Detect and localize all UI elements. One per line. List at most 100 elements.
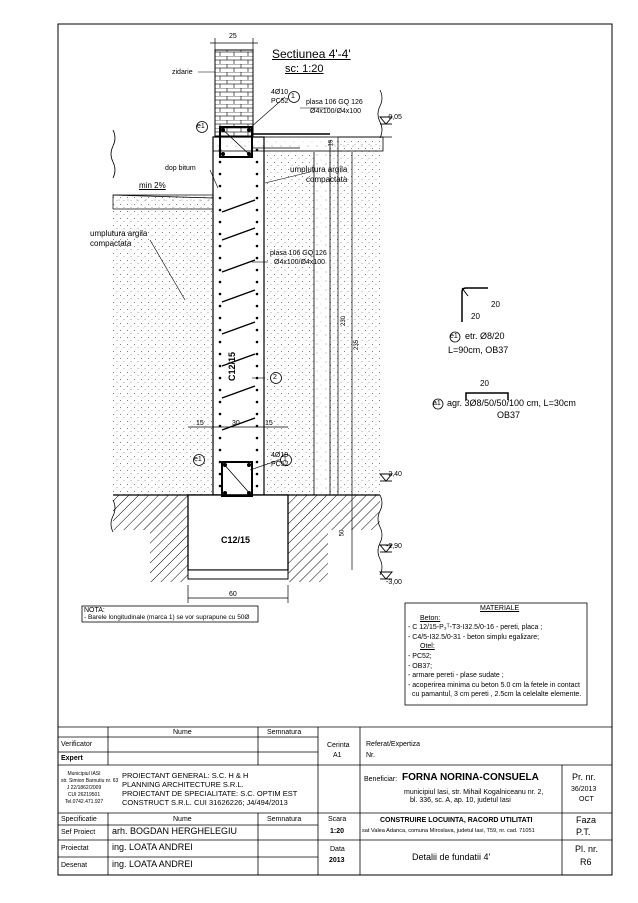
callout-2 <box>270 372 282 384</box>
right-wall-section <box>314 152 330 495</box>
materiale-box <box>404 602 588 706</box>
dim-230: 230 <box>341 315 348 327</box>
slope-label: min 2% <box>139 181 166 190</box>
materiale-beton-1: - C 12/15-P₃ᵀ-T3-I32.5/0-16 - pereti, pl… <box>408 624 543 632</box>
tb-sef-proiect-name: arh. BOGDAN HERGHELEGIU <box>112 826 238 836</box>
bar-top-steel: PC52 <box>271 98 289 105</box>
dop-bitum: dop bitum <box>165 165 196 172</box>
tb-referat-nr: Nr. <box>366 752 375 759</box>
stamp-line-2: str. Simion Barnutiu nr. 63 <box>61 778 119 784</box>
soil-right-inner <box>264 152 314 495</box>
fill-left-2: compactata <box>90 239 132 248</box>
concrete-wall-label: C12/15 <box>227 351 238 382</box>
callout-1-top <box>288 91 300 103</box>
dim-60: 60 <box>229 591 237 598</box>
mark-2: 2 <box>273 374 277 381</box>
ground-hatch-low-left <box>150 530 188 582</box>
callout-a1-detail <box>432 398 444 410</box>
mesh-top-spec: Ø4x100/Ø4x100 <box>310 108 361 115</box>
dim-top-width: 25 <box>229 33 237 40</box>
concrete-wall <box>212 136 265 496</box>
tb-sef-proiect: Sef Proiect <box>61 829 96 836</box>
tb-faza: Faza <box>576 815 597 825</box>
stirrup-dim-b: 20 <box>471 312 480 321</box>
elev-low: -2,90 <box>386 543 402 550</box>
materiale-otel-2: - OB37; <box>408 662 433 670</box>
callout-e1-detail <box>449 331 461 343</box>
mark-a1-detail: a1 <box>433 400 441 407</box>
tb-cerinta-val: A1 <box>333 752 342 759</box>
section-title: Sectiunea 4'-4' <box>272 47 351 61</box>
tb-pl-nr-val: R6 <box>580 857 592 867</box>
designer-stamp: Municipiul IASI str. Simion Barnutiu nr.… <box>61 771 119 806</box>
footing <box>187 494 289 571</box>
mark-1-top: 1 <box>291 93 295 100</box>
tb-desenat-name: ing. LOATA ANDREI <box>112 859 193 869</box>
tb-project-title: CONSTRUIRE LOCUINTA, RACORD UTILITATI <box>380 817 533 824</box>
bar-top-label: 4Ø10 <box>271 89 289 96</box>
tb-proiectat-name: ing. LOATA ANDREI <box>112 842 193 852</box>
tb-pr-nr-label: Pr. nr. <box>572 772 596 782</box>
tb-pl-nr: Pl. nr. <box>575 844 599 854</box>
stirrup-spec: etr. Ø8/20 <box>465 331 505 341</box>
beneficiar-addr-1: municipiul Iasi, str. Mihail Kogalnicean… <box>404 789 544 796</box>
beneficiar-addr-2: bl. 336, sc. A, ap. 10, judetul Iasi <box>410 797 511 804</box>
lean-concrete <box>187 569 289 580</box>
ground-hatch-low-right <box>288 530 328 582</box>
callout-1-bottom <box>280 454 292 466</box>
materiale-otel-heading: Otel: <box>420 643 435 651</box>
materiale-otel-3: - armare pereti - plase sudate ; <box>408 672 504 680</box>
dim-15-a: 15 <box>328 139 335 147</box>
tb-pr-nr-val: 36/2013 <box>571 786 597 793</box>
bar-bottom-label: 4Ø10 <box>271 452 289 459</box>
fill-right-2: compactata <box>306 175 348 184</box>
callout-e1-bottom <box>193 454 205 466</box>
ground-hatch-right <box>288 495 380 530</box>
nota-title: NOTA: <box>84 607 105 614</box>
materiale-notes: MATERIALE Beton: - C 12/15-P₃ᵀ-T3-I32.5/… <box>408 604 581 700</box>
tb-referat: Referat/Expertiza <box>366 741 421 748</box>
dim-30: 30 <box>232 420 240 427</box>
tb-cerinta: Cerinta <box>327 742 350 749</box>
dim-15-right: 15 <box>265 420 273 427</box>
tb-col-nume-2: Nume <box>173 816 192 823</box>
specialty-designer-2: CONSTRUCT S.R.L. CUI 31626226; J4/494/20… <box>122 798 288 807</box>
hook-steel: OB37 <box>497 410 521 420</box>
fill-left-1: umplutura argila <box>90 229 148 238</box>
rebar-dots <box>218 148 259 488</box>
soil-left <box>113 195 213 495</box>
elev-top: -0,05 <box>386 114 402 121</box>
tb-beneficiar-name: FORNA NORINA-CONSUELA <box>402 772 539 783</box>
mesh-mid-label: plasa 106 GQ 126 <box>270 250 327 257</box>
hook-dim: 20 <box>480 379 489 388</box>
hook-spec: agr. 3Ø8/50/50/100 cm, L=30cm <box>447 398 576 408</box>
tb-desenat: Desenat <box>61 862 88 869</box>
tb-data-val: 2013 <box>329 857 345 864</box>
terrace-slab <box>112 194 214 210</box>
tb-proiectat: Proiectat <box>61 845 89 852</box>
section-scale: sc: 1:20 <box>285 63 324 75</box>
tb-expert: Expert <box>61 755 83 762</box>
mark-e1-top: e1 <box>197 123 205 130</box>
nota-text: - Barele longitudinale (marca 1) se vor … <box>84 614 250 621</box>
tb-pr-nr-sub: OCT <box>579 796 594 803</box>
hook-shape <box>465 392 509 400</box>
mark-1-bottom: 1 <box>283 456 287 463</box>
specialty-designer-1: PROIECTANT DE SPECIALITATE: S.C. OPTIM E… <box>122 789 298 798</box>
title-block-grid <box>58 726 612 875</box>
brick-wall <box>214 49 254 137</box>
tb-drawing-title: Detalii de fundatii 4' <box>412 852 491 862</box>
designers-block: PROIECTANT GENERAL: S.C. H & H PLANNING … <box>122 771 297 807</box>
elev-mid: -2,40 <box>386 471 402 478</box>
materiale-title: MATERIALE <box>480 605 520 612</box>
mark-e1-detail: e1 <box>450 333 458 340</box>
general-designer-2: PLANNING ARCHITECTURE S.R.L. <box>122 780 244 789</box>
mesh-mid-spec: Ø4x100/Ø4x100 <box>274 259 325 266</box>
sheet-frame <box>57 23 613 876</box>
tb-faza-val: P.T. <box>576 827 591 837</box>
dim-50: 50 <box>339 529 346 537</box>
bar-bottom-steel: PC52 <box>271 461 289 468</box>
ground-hatch-left <box>113 495 188 530</box>
